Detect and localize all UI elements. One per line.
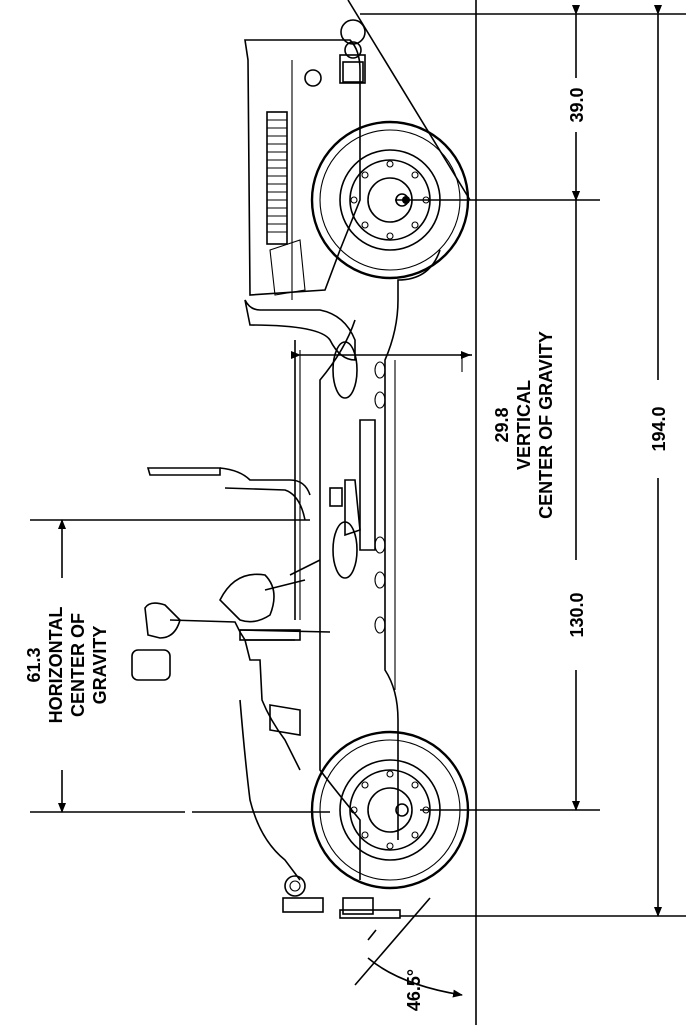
labels: 39.0 130.0 194.0 29.8 VERTICAL CENTER OF… bbox=[24, 87, 669, 1011]
departure-angle-label: 46.5° bbox=[404, 969, 424, 1011]
steering-wheel bbox=[219, 573, 275, 623]
vertical-cg-label-line2: CENTER OF GRAVITY bbox=[536, 331, 556, 519]
horizontal-cg-label-line1: HORIZONTAL bbox=[46, 607, 66, 724]
seat-frame-rear bbox=[146, 467, 221, 476]
spare-tire bbox=[131, 649, 171, 681]
horizontal-cg-label-line3: GRAVITY bbox=[90, 626, 110, 705]
wheelbase-label: 130.0 bbox=[567, 592, 587, 637]
vertical-cg-value: 29.8 bbox=[492, 407, 512, 442]
windshield-frame bbox=[244, 299, 356, 361]
vehicle-side-view bbox=[131, 0, 477, 1025]
horizontal-cg-value: 61.3 bbox=[24, 647, 44, 682]
horizontal-cg-label-line2: CENTER OF bbox=[68, 613, 88, 717]
vertical-cg-label-line1: VERTICAL bbox=[514, 380, 534, 470]
grille-vent bbox=[266, 111, 288, 245]
dimension-lines bbox=[30, 0, 686, 998]
front-overhang-label: 39.0 bbox=[567, 87, 587, 122]
front-bumper bbox=[339, 54, 366, 84]
overall-length-label: 194.0 bbox=[649, 406, 669, 451]
vehicle-lower-body bbox=[384, 249, 441, 840]
